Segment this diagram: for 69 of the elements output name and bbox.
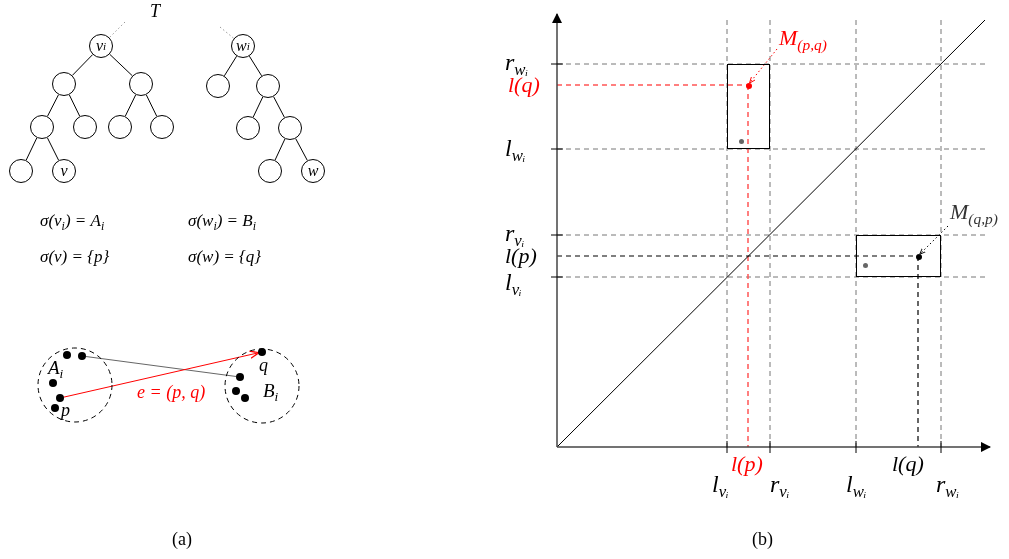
tree-edge [68, 94, 81, 117]
leader-line [919, 225, 949, 255]
tree-node [256, 74, 280, 98]
line [85, 356, 237, 377]
tree-edge [248, 55, 263, 77]
point-dot [862, 262, 868, 268]
tree-label: T [150, 2, 160, 20]
tree-node [150, 115, 174, 139]
tree-edge [252, 96, 264, 118]
point-dot [51, 404, 59, 412]
edge-label: e = (p, q) [135, 383, 208, 401]
tree-node [236, 116, 260, 140]
tree-edge [145, 94, 158, 117]
set-label: A$_{i}$ [48, 358, 64, 377]
tree-edge [223, 55, 238, 77]
tree-node [30, 115, 54, 139]
tree-edge [295, 138, 308, 161]
axis-label: l$_{vᵢ}$ [712, 472, 729, 496]
tree-node [108, 115, 132, 139]
point-dot [63, 351, 71, 359]
tree-node [129, 72, 153, 96]
point-dot [232, 387, 240, 395]
axis-label: l$_{wᵢ}$ [846, 472, 867, 496]
tree-edge [46, 94, 60, 117]
axis-label: l(p) [731, 453, 763, 475]
axis-label: r$_{wᵢ}$ [505, 50, 529, 74]
tree-node [52, 72, 76, 96]
tree-node: w [301, 159, 325, 183]
leader-line [749, 48, 778, 84]
math-label: σ(v$_{i}$) = A$_{i}$ [40, 212, 105, 229]
tree-edge [219, 26, 235, 39]
tree-node: v [52, 159, 76, 183]
tree-edge [25, 137, 38, 161]
tree-edge [71, 54, 94, 76]
tree-node [258, 159, 282, 183]
point-dot [236, 373, 244, 381]
panel-caption: (b) [752, 530, 773, 548]
tree-node [278, 116, 302, 140]
tree-edge [124, 94, 137, 117]
math-label: σ(w$_{i}$) = B$_{i}$ [188, 212, 257, 229]
rectangle [856, 235, 941, 277]
point-dot [916, 254, 922, 260]
axis-label: l$_{vᵢ}$ [505, 270, 522, 294]
math-label: σ(w) = {q} [188, 248, 262, 265]
axis-label: l$_{wᵢ}$ [505, 136, 526, 160]
point-dot [241, 394, 249, 402]
set-label: B$_{i}$ [263, 381, 279, 400]
point-label: p [61, 401, 70, 419]
arrow [63, 350, 260, 398]
panel-caption: (a) [172, 530, 192, 548]
tree-edge [109, 53, 133, 77]
tree-edge [46, 137, 60, 161]
point-dot [78, 352, 86, 360]
math-label: σ(v) = {p} [40, 248, 110, 265]
axis-label: r$_{wᵢ}$ [936, 472, 960, 496]
tree-node [73, 115, 97, 139]
axis-label: l(q) [892, 453, 924, 475]
point-dot [746, 83, 752, 89]
tree-edge [273, 96, 285, 118]
point-label: q [259, 356, 268, 374]
tree-node [206, 74, 230, 98]
axis-label: r$_{vᵢ}$ [770, 472, 790, 496]
tree-edge [109, 21, 126, 38]
tree-node [9, 159, 33, 183]
axis-label: r$_{vᵢ}$ [505, 221, 525, 245]
rectangle [727, 64, 770, 149]
point-dot [49, 379, 57, 387]
tree-edge [274, 138, 286, 161]
point-dot [738, 138, 744, 144]
